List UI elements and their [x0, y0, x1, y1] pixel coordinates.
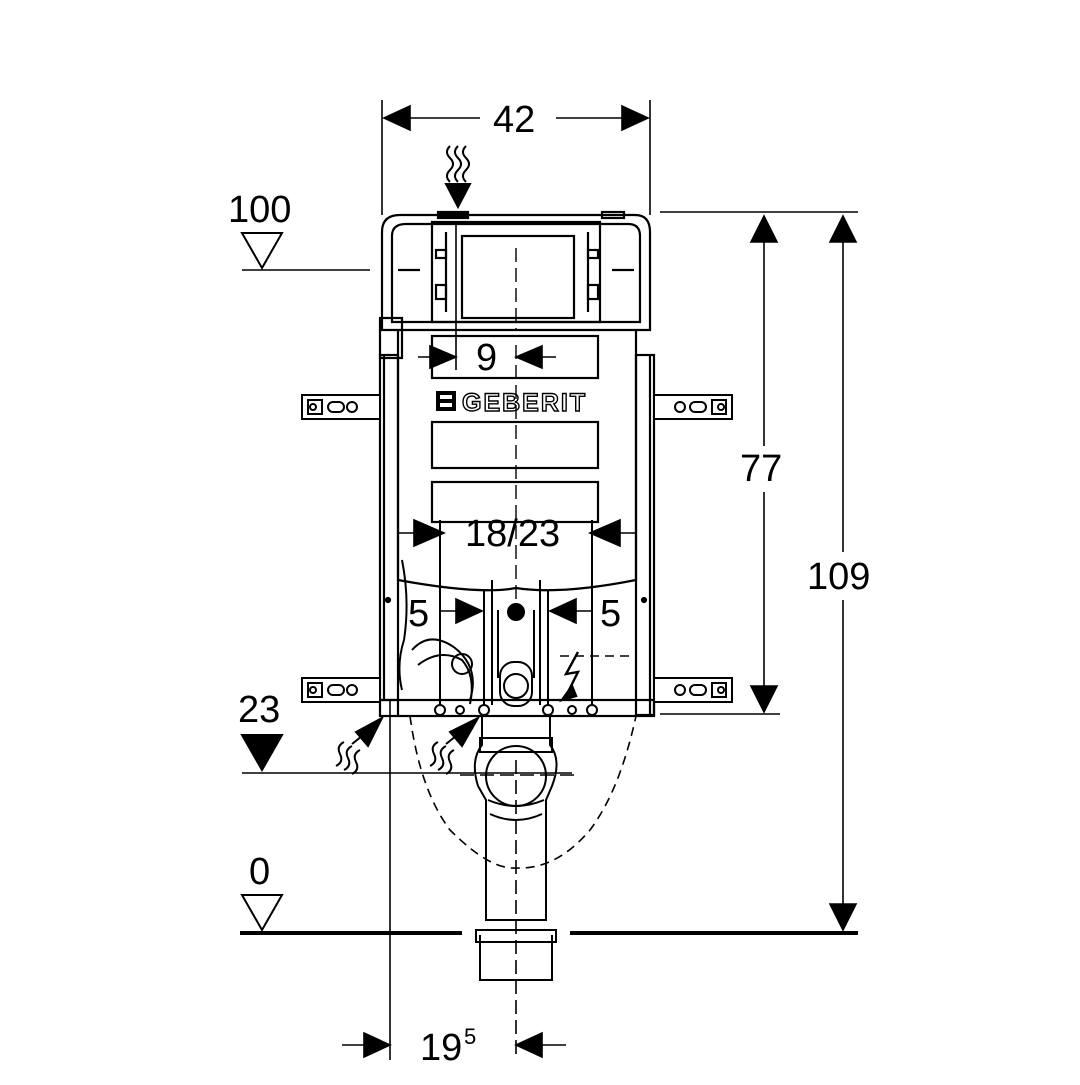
dim-cistern-offset: 9 — [476, 337, 497, 379]
bracket-top-left — [301, 394, 381, 420]
dimension-lines — [342, 104, 858, 1059]
brand-label: GEBERIT — [462, 389, 587, 417]
dim-drain-offset: 19 — [420, 1027, 462, 1069]
bracket-bottom-right — [653, 677, 733, 703]
level-marker-icon — [240, 894, 284, 933]
dim-bolt-spacing: 18/23 — [465, 513, 560, 555]
water-supply-icon — [429, 715, 481, 775]
dim-drain-offset-sup: 5 — [464, 1024, 476, 1049]
centre-lines — [460, 248, 574, 776]
wc-pan-outline — [409, 655, 637, 869]
brand-plate: GEBERIT — [436, 388, 587, 418]
extension-lines — [242, 100, 858, 1060]
level-label-waterline: 23 — [238, 689, 280, 731]
level-marker-0: 0 — [240, 851, 284, 933]
level-marker-icon — [240, 232, 284, 271]
dim-right-clearance: 5 — [600, 593, 621, 635]
dimension-labels: 42 9 18/23 5 5 77 109 19 5 — [408, 99, 870, 1069]
water-supply-icon — [444, 145, 472, 210]
level-marker-100: 100 — [228, 189, 291, 271]
level-marker-icon — [240, 734, 284, 773]
level-label-floor: 0 — [249, 851, 270, 893]
bracket-top-right — [653, 394, 733, 420]
electrical-icon — [559, 651, 581, 703]
water-supply-icon — [335, 715, 385, 775]
installation-frame — [378, 210, 656, 718]
dim-frame-height: 77 — [740, 448, 782, 490]
dim-frame-width: 42 — [493, 99, 535, 141]
plumbing — [398, 520, 598, 981]
bracket-bottom-left — [301, 677, 381, 703]
level-marker-23: 23 — [238, 689, 284, 773]
wall-brackets — [301, 394, 733, 703]
dim-total-height: 109 — [807, 556, 870, 598]
level-label-top: 100 — [228, 189, 291, 231]
dim-left-clearance: 5 — [408, 593, 429, 635]
